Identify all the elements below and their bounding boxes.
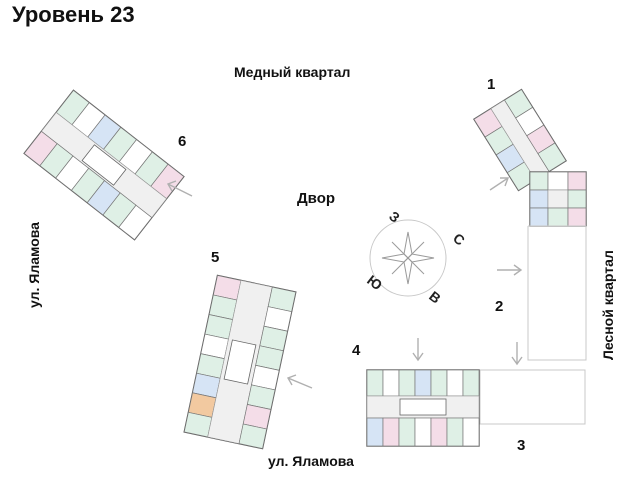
entrance-arrow-5	[286, 374, 313, 389]
section-3-number: 3	[517, 437, 526, 454]
section-5-number: 5	[211, 249, 220, 266]
entrance-arrow-1	[489, 177, 510, 191]
section-4-number: 4	[352, 342, 361, 359]
compass-north-label: С	[450, 230, 468, 249]
building-section-4[interactable]	[366, 369, 480, 447]
street-label-north: Медный квартал	[234, 64, 351, 80]
section-6-number: 6	[178, 133, 187, 150]
entrance-arrow-3	[511, 342, 523, 366]
street-label-south: ул. Яламова	[268, 453, 354, 469]
entrance-arrow-4	[412, 338, 424, 362]
entrance-arrow-6	[166, 180, 193, 197]
courtyard-label: Двор	[297, 190, 336, 207]
building-section-3[interactable]	[479, 369, 586, 425]
compass: С В Ю З	[364, 208, 468, 307]
building-section-2[interactable]	[527, 225, 587, 361]
building-section-6[interactable]	[23, 89, 185, 241]
building-section-1[interactable]	[473, 88, 587, 227]
building-section-5[interactable]	[183, 274, 297, 450]
compass-rose-icon	[381, 231, 435, 285]
entrance-arrow-2	[497, 264, 523, 276]
section-1-number: 1	[487, 76, 496, 93]
section-2-number: 2	[495, 298, 504, 315]
compass-south-label: Ю	[364, 272, 385, 293]
page-title: Уровень 23	[12, 2, 135, 27]
compass-west-label: З	[386, 208, 403, 226]
compass-east-label: В	[426, 288, 444, 307]
